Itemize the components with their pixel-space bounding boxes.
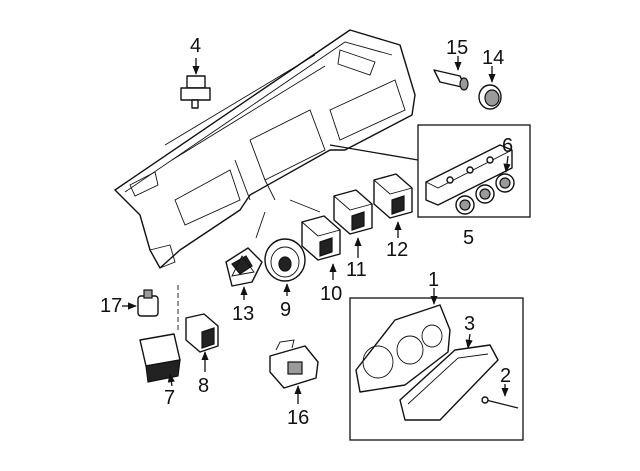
part-3-cluster-lens (399, 333, 499, 421)
part-11-switch (333, 189, 373, 258)
part-1-instrument-cluster (349, 288, 524, 441)
callout-3: 3 (464, 313, 475, 335)
part-8-switch (185, 313, 219, 372)
part-5-climate-control (417, 124, 531, 218)
callout-11: 11 (346, 259, 367, 281)
callout-16: 16 (287, 407, 309, 429)
callout-15: 15 (446, 37, 468, 59)
part-17-socket (122, 289, 159, 317)
dashboard-frame (114, 29, 416, 269)
callout-14: 14 (482, 47, 504, 69)
callout-7: 7 (164, 387, 175, 409)
part-2-screw (481, 384, 519, 409)
callout-2: 2 (500, 365, 511, 387)
callout-9: 9 (280, 299, 291, 321)
callout-5: 5 (463, 227, 474, 249)
part-15-lighter (433, 56, 469, 91)
callout-13: 13 (232, 303, 254, 325)
part-16-module (269, 339, 319, 404)
callout-4: 4 (190, 35, 201, 57)
callout-12: 12 (386, 239, 408, 261)
leader-line-5 (329, 144, 419, 161)
part-4-switch (180, 58, 211, 109)
callout-17: 17 (100, 295, 122, 317)
callout-1: 1 (428, 269, 439, 291)
part-13-hazard-switch (225, 247, 263, 300)
part-14-knob (478, 66, 502, 110)
callout-6: 6 (502, 135, 513, 157)
leader-line-13 (255, 211, 266, 239)
part-12-switch (373, 173, 413, 238)
leader-line-10 (289, 199, 321, 213)
callout-10: 10 (320, 283, 342, 305)
part-9-ignition (264, 238, 306, 296)
callout-8: 8 (198, 375, 209, 397)
part-10-switch (301, 215, 341, 280)
part-7-switch (139, 333, 181, 387)
